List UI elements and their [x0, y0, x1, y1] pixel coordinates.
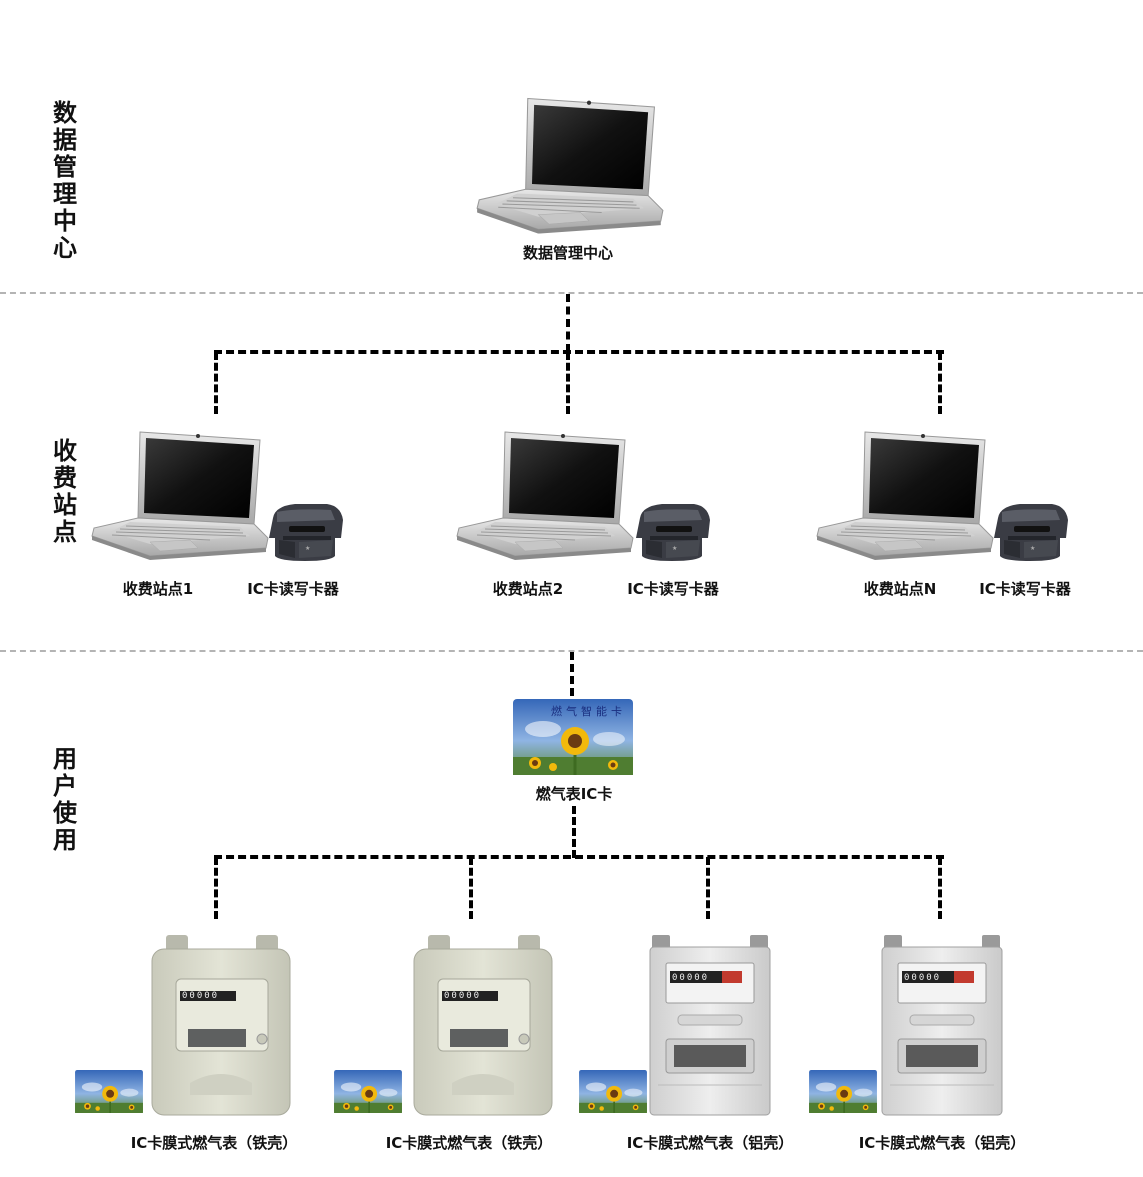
separator-bottom	[0, 650, 1143, 652]
card-reader-icon	[265, 498, 345, 562]
meter-alu-1: 00000	[648, 935, 772, 1116]
connector-stations-bus	[214, 350, 944, 354]
separator-top	[0, 292, 1143, 294]
sunflower-card-icon	[809, 1070, 877, 1113]
meter-display: 00000	[672, 973, 710, 983]
connector-meter1	[214, 857, 218, 919]
layer-label-stations: 收 费 站 点	[53, 437, 77, 546]
reader2-label: IC卡读写卡器	[627, 580, 719, 598]
connector-center-trunk	[566, 294, 570, 352]
connector-station1	[214, 352, 218, 414]
laptop-icon	[455, 430, 635, 560]
meter-iron-1: 00000	[150, 935, 292, 1116]
sunflower-card-icon	[579, 1070, 647, 1113]
connector-meters-bus	[214, 855, 944, 859]
sunflower-card-icon	[75, 1070, 143, 1113]
connector-stationN	[938, 352, 942, 414]
center-label: 数据管理中心	[522, 244, 614, 262]
meter-display: 00000	[444, 991, 482, 1001]
connector-meter3	[706, 857, 710, 919]
card-text: 燃气智能卡	[551, 705, 626, 718]
laptop-icon	[815, 430, 995, 560]
gas-meter-icon	[413, 935, 553, 1116]
gas-meter-icon	[649, 935, 771, 1116]
stationN-label: 收费站点N	[863, 580, 937, 598]
layer-label-users: 用 户 使 用	[53, 745, 77, 854]
reader1-label: IC卡读写卡器	[247, 580, 339, 598]
readerN-label: IC卡读写卡器	[979, 580, 1071, 598]
card-reader-icon	[632, 498, 712, 562]
layer-label-data-center: 数 据 管 理 中 心	[53, 99, 77, 262]
connector-meter2	[469, 857, 473, 919]
meter1-label: IC卡膜式燃气表（铁壳）	[130, 1134, 298, 1152]
meter-display: 00000	[904, 973, 942, 983]
card-reader-icon	[990, 498, 1070, 562]
meter4-label: IC卡膜式燃气表（铝壳）	[858, 1134, 1026, 1152]
connector-card-top	[570, 652, 574, 696]
station1-label: 收费站点1	[122, 580, 194, 598]
meter-iron-2: 00000	[412, 935, 554, 1116]
gas-card: 燃气智能卡	[513, 699, 633, 775]
meter3-label: IC卡膜式燃气表（铝壳）	[626, 1134, 794, 1152]
station2-label: 收费站点2	[492, 580, 564, 598]
meter-alu-2: 00000	[880, 935, 1004, 1116]
gas-meter-icon	[881, 935, 1003, 1116]
connector-meter4	[938, 857, 942, 919]
sunflower-card-icon	[334, 1070, 402, 1113]
meter2-label: IC卡膜式燃气表（铁壳）	[385, 1134, 553, 1152]
connector-station2	[566, 352, 570, 414]
gas-card-label: 燃气表IC卡	[535, 785, 613, 803]
connector-card-bottom	[572, 806, 576, 858]
meter-display: 00000	[182, 991, 220, 1001]
laptop-icon	[90, 430, 270, 560]
gas-meter-icon	[151, 935, 291, 1116]
laptop-icon	[475, 96, 665, 234]
